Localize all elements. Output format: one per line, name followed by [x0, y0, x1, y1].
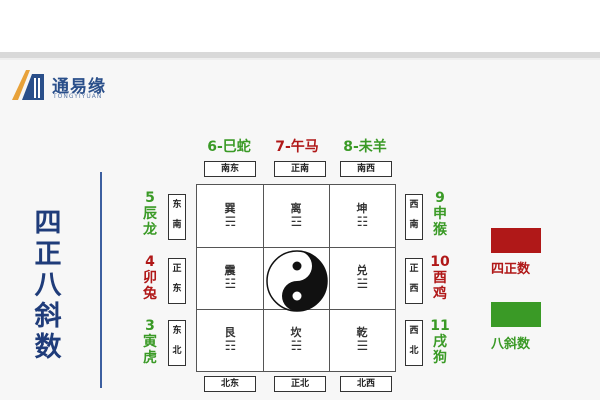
trigram-cell-kun: 坤 ☷	[329, 185, 395, 247]
dir-south: 正南	[274, 161, 326, 177]
logo: 通易缘 TONGYIYUAN	[10, 68, 130, 104]
trigram-cell-kan: 坎 ☵	[263, 309, 329, 371]
dir-east: 正东	[168, 258, 186, 304]
dir-north-east: 北东	[204, 376, 256, 392]
dir-west-south: 西南	[405, 194, 423, 240]
logo-name: 通易缘	[52, 77, 106, 97]
dir-west-north: 西北	[405, 320, 423, 366]
dir-west: 正西	[405, 258, 423, 304]
legend-label-baxie: 八斜数	[491, 337, 531, 352]
dir-south-west: 南西	[340, 161, 392, 177]
legend-label-sizheng: 四正数	[491, 262, 531, 277]
trigram-cell-qian: 乾 ☰	[329, 309, 395, 371]
top-label-8: 8-未羊	[343, 139, 387, 155]
grid-line	[197, 247, 395, 248]
dir-north-west: 北西	[340, 376, 392, 392]
trigram-cell-gen: 艮 ☶	[197, 309, 263, 371]
trigram-cell-xun: 巽 ☴	[197, 185, 263, 247]
trigram-li-icon: ☲	[290, 215, 303, 230]
title-char: 正	[34, 239, 62, 270]
trigram-dui-icon: ☱	[356, 277, 369, 292]
divider	[0, 52, 600, 58]
yin-yang-icon	[266, 250, 328, 312]
title-char: 斜	[34, 301, 62, 332]
legend-swatch-red	[491, 228, 541, 253]
dir-south-east: 南东	[204, 161, 256, 177]
trigram-zhen-icon: ☳	[224, 277, 237, 292]
legend-swatch-green	[491, 302, 541, 327]
trigram-qian-icon: ☰	[356, 339, 369, 354]
title-char: 八	[34, 270, 62, 301]
page-title: 四正八斜数	[28, 208, 68, 363]
trigram-cell-dui: 兑 ☱	[329, 247, 395, 309]
dir-east-north: 东北	[168, 320, 186, 366]
trigram-xun-icon: ☴	[224, 215, 237, 230]
trigram-kan-icon: ☵	[290, 339, 303, 354]
logo-mark-icon	[12, 70, 44, 100]
dir-north: 正北	[274, 376, 326, 392]
top-label-7: 7-午马	[275, 139, 319, 155]
trigram-cell-zhen: 震 ☳	[197, 247, 263, 309]
grid-line	[263, 185, 264, 371]
title-char: 四	[34, 208, 62, 239]
trigram-gen-icon: ☶	[224, 339, 237, 354]
logo-subtitle: TONGYIYUAN	[53, 93, 103, 100]
divider	[0, 58, 600, 60]
top-label-6: 6-巳蛇	[207, 139, 251, 155]
trigram-kun-icon: ☷	[356, 215, 369, 230]
dir-east-south: 东南	[168, 194, 186, 240]
title-char: 数	[34, 332, 62, 363]
top-band	[0, 0, 600, 52]
trigram-cell-li: 离 ☲	[263, 185, 329, 247]
title-divider	[100, 172, 102, 388]
grid-line	[329, 185, 330, 371]
